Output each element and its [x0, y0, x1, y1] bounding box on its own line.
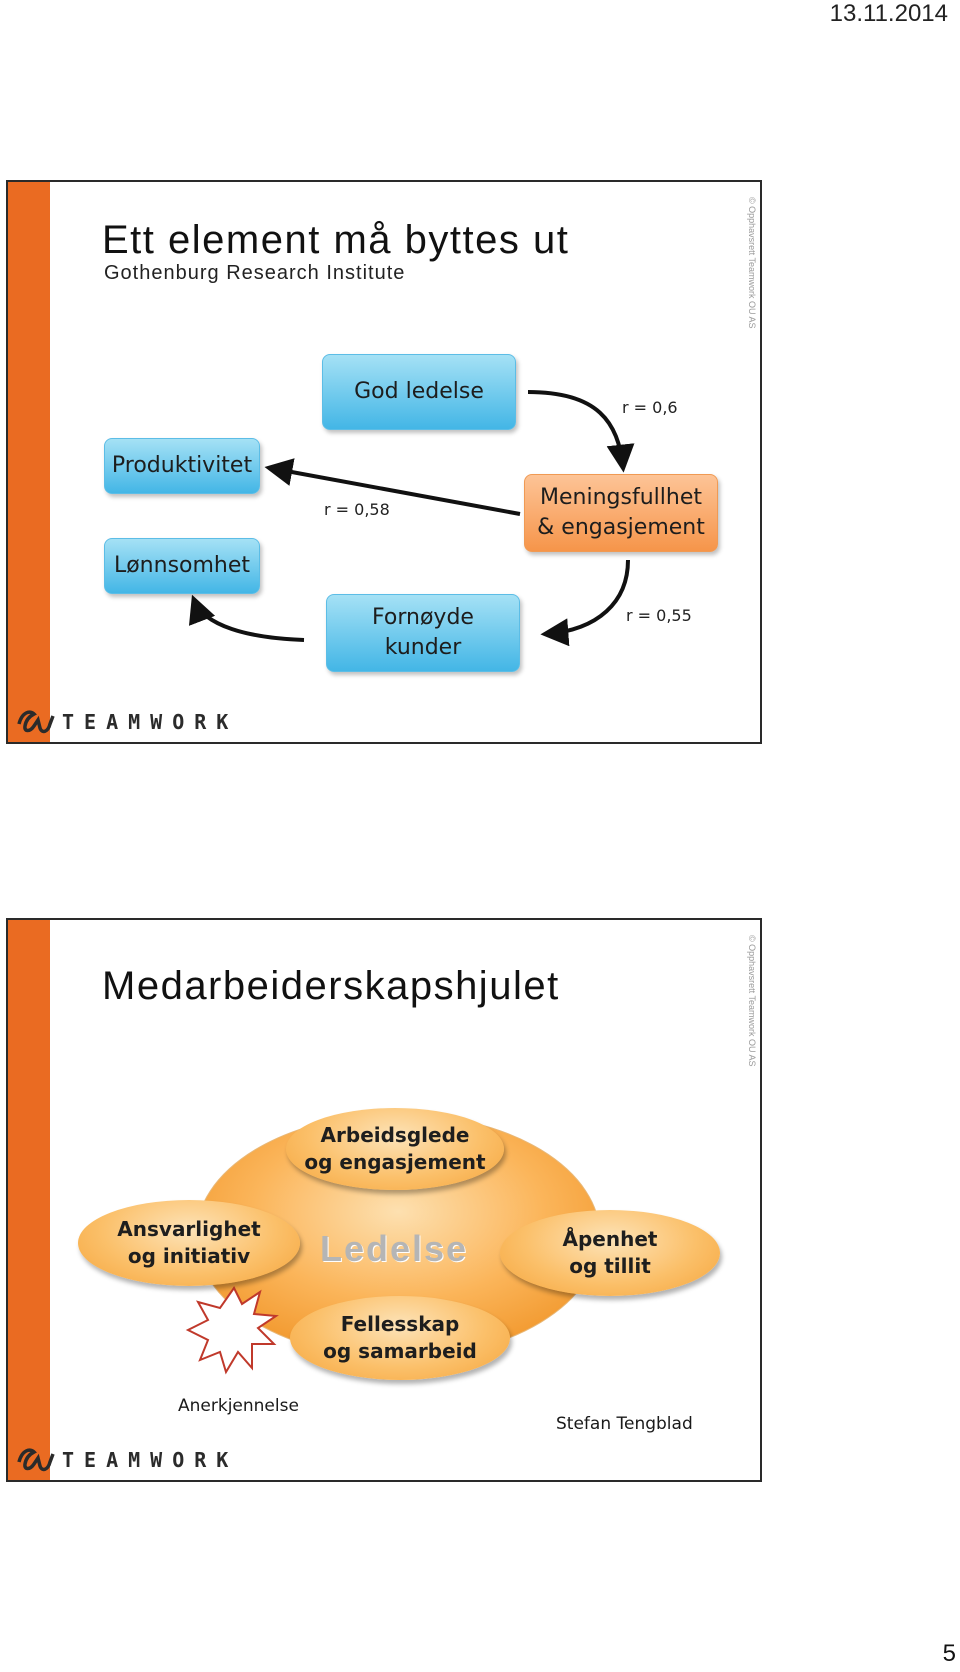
correlation-label-3: r = 0,55	[626, 606, 692, 625]
oval-apenhet-line1: Åpenhet	[562, 1227, 658, 1251]
oval-fellesskap-line1: Fellesskap	[340, 1312, 460, 1336]
correlation-label-1: r = 0,6	[622, 398, 678, 417]
box-produktivitet: Produktivitet	[104, 438, 260, 494]
teamwork-logo-word: TEAMWORK	[62, 1448, 239, 1472]
recognition-label: Anerkjennelse	[178, 1396, 299, 1416]
slide-subtitle: Gothenburg Research Institute	[104, 262, 406, 284]
wheel-graphics	[185, 1113, 601, 1375]
teamwork-logo: TEAMWORK	[16, 704, 228, 738]
oval-ansvarlighet-line2: og initiativ	[127, 1244, 251, 1268]
slide-title: Ett element må byttes ut	[102, 218, 570, 262]
box-fornoyde-line2: kunder	[384, 635, 462, 660]
starburst-icon	[185, 1286, 279, 1375]
wheel-center-label: Ledelse	[320, 1228, 469, 1269]
arrow-kunder-to-lonnsomhet	[189, 594, 305, 642]
slide-title: Medarbeiderskapshjulet	[102, 964, 560, 1008]
box-meningsfullhet-line2: & engasjement	[537, 515, 705, 540]
box-meningsfullhet-line1: Meningsfullhet	[540, 485, 702, 510]
slide-2: Medarbeiderskapshjulet © Opphavsrett Tea…	[6, 918, 762, 1482]
arrow-meningsfullhet-to-produktivitet	[264, 458, 521, 516]
oval-ansvarlighet: Ansvarlighet og initiativ	[78, 1200, 300, 1286]
box-meningsfullhet: Meningsfullhet & engasjement	[524, 474, 718, 552]
box-fornoyde-line1: Fornøyde	[372, 605, 474, 630]
oval-arbeidsglede-line1: Arbeidsglede	[320, 1123, 470, 1147]
box-god-ledelse: God ledelse	[322, 354, 516, 430]
teamwork-logo-mark	[17, 710, 55, 734]
correlation-label-2: r = 0,58	[324, 500, 390, 519]
box-lonnsomhet: Lønnsomhet	[104, 538, 260, 594]
oval-apenhet: Åpenhet og tillit	[500, 1210, 720, 1296]
teamwork-logo-word: TEAMWORK	[62, 710, 239, 734]
oval-ansvarlighet-line1: Ansvarlighet	[117, 1217, 261, 1241]
author-credit: Stefan Tengblad	[556, 1414, 693, 1434]
slide-accent-bar	[8, 182, 50, 742]
oval-arbeidsglede-line2: og engasjement	[304, 1150, 486, 1174]
slide-accent-bar	[8, 920, 50, 1480]
oval-apenhet-line2: og tillit	[569, 1254, 651, 1278]
arrow-meningsfullhet-to-kunder	[540, 559, 630, 647]
oval-fellesskap-line2: og samarbeid	[323, 1339, 477, 1363]
flow-arrows	[189, 390, 635, 647]
header-date: 13.11.2014	[829, 0, 948, 27]
oval-fellesskap: Fellesskap og samarbeid	[290, 1296, 510, 1380]
arrow-ledelse-to-meningsfullhet	[527, 390, 635, 473]
oval-arbeidsglede: Arbeidsglede og engasjement	[286, 1108, 504, 1190]
teamwork-logo-mark	[17, 1448, 55, 1472]
page-number: 5	[942, 1640, 956, 1667]
slide-1: Ett element må byttes ut Gothenburg Rese…	[6, 180, 762, 744]
teamwork-logo: TEAMWORK	[16, 1442, 228, 1476]
box-fornoyde-kunder: Fornøyde kunder	[326, 594, 520, 672]
